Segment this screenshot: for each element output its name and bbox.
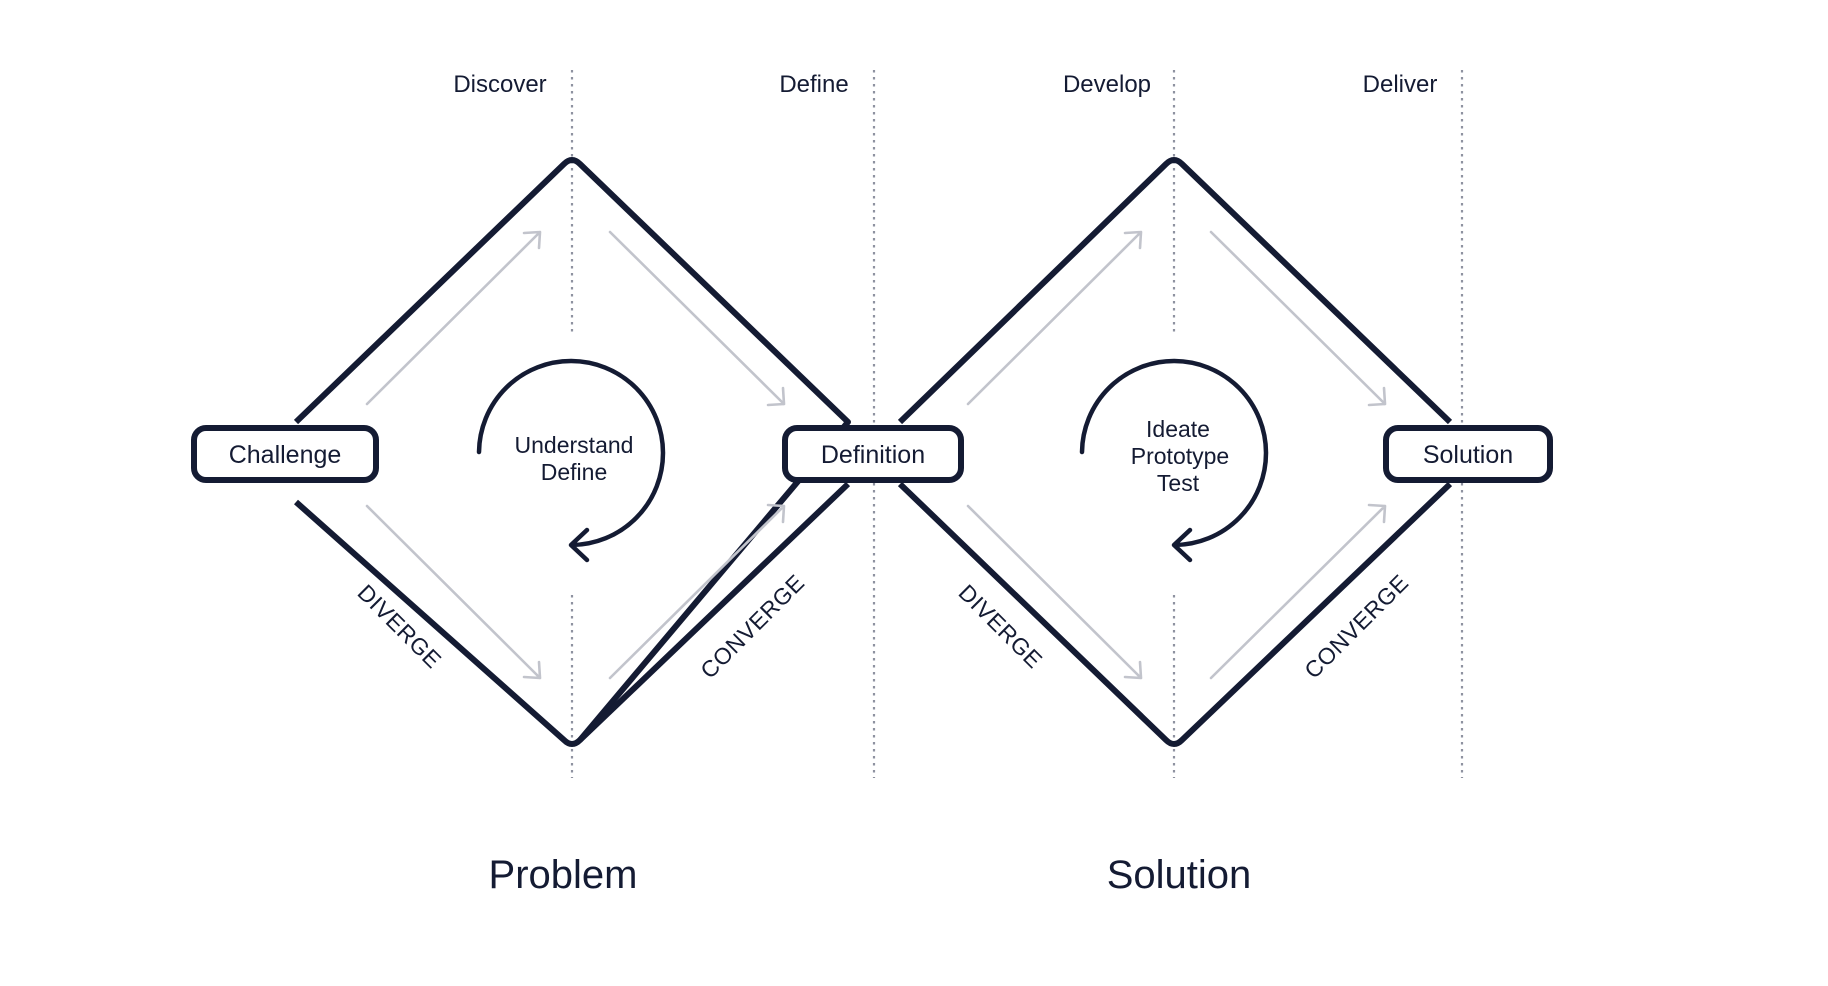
- flow-arrow-solution-upper-left: [966, 230, 1143, 406]
- challenge-label: Challenge: [229, 441, 342, 469]
- flow-arrow-solution-lower-right: [1209, 503, 1387, 680]
- phase-label-discover: Discover: [453, 71, 546, 98]
- diamonds: [293, 157, 1453, 747]
- solution-node: Solution: [1383, 425, 1553, 483]
- solution-cycle-line-3: Test: [1157, 470, 1200, 496]
- definition-label: Definition: [821, 441, 925, 469]
- cycle-arrows: [476, 358, 1269, 563]
- solution-cycle-text: Ideate Prototype Test: [1131, 416, 1229, 496]
- phase-label-define: Define: [779, 71, 848, 98]
- flow-arrow-problem-upper-right: [608, 230, 786, 407]
- diagonal-labels: DIVERGE CONVERGE DIVERGE CONVERGE: [353, 569, 1414, 683]
- solution-diamond-lower: [897, 481, 1453, 747]
- solution-label: Solution: [1423, 441, 1513, 469]
- solution-cycle-arrow-icon: [1079, 358, 1269, 563]
- flow-arrow-solution-lower-left: [966, 504, 1143, 680]
- definition-box: [782, 425, 964, 483]
- flow-arrow-problem-lower-left: [365, 504, 542, 680]
- phase-labels: Discover Define Develop Deliver: [453, 71, 1437, 98]
- flow-arrows: [365, 230, 1387, 680]
- problem-diamond: [293, 157, 851, 747]
- flow-arrow-problem-lower-right: [608, 503, 786, 680]
- phase-label-develop: Develop: [1063, 71, 1151, 98]
- problem-cycle-line-1: Understand: [515, 432, 634, 458]
- problem-cycle-line-2: Define: [541, 459, 607, 485]
- flow-arrow-problem-upper-left: [365, 230, 542, 406]
- converge-label-solution: CONVERGE: [1299, 569, 1413, 683]
- solution-cycle-line-1: Ideate: [1146, 416, 1210, 442]
- section-title-solution: Solution: [1107, 853, 1252, 897]
- problem-diamond-right-lower: [577, 481, 851, 743]
- challenge-box: [191, 425, 379, 483]
- challenge-node: Challenge: [191, 425, 379, 483]
- definition-node: Definition: [782, 425, 964, 483]
- diverge-label-solution: DIVERGE: [954, 579, 1048, 673]
- solution-diamond: [897, 157, 1453, 425]
- phase-guides: [570, 70, 1464, 778]
- flow-arrow-solution-upper-right: [1209, 230, 1387, 407]
- solution-box: [1383, 425, 1553, 483]
- problem-cycle-arrow-icon: [476, 358, 666, 563]
- problem-cycle-text: Understand Define: [515, 432, 634, 485]
- solution-cycle-line-2: Prototype: [1131, 443, 1229, 469]
- section-title-problem: Problem: [489, 853, 638, 897]
- phase-label-deliver: Deliver: [1363, 71, 1438, 98]
